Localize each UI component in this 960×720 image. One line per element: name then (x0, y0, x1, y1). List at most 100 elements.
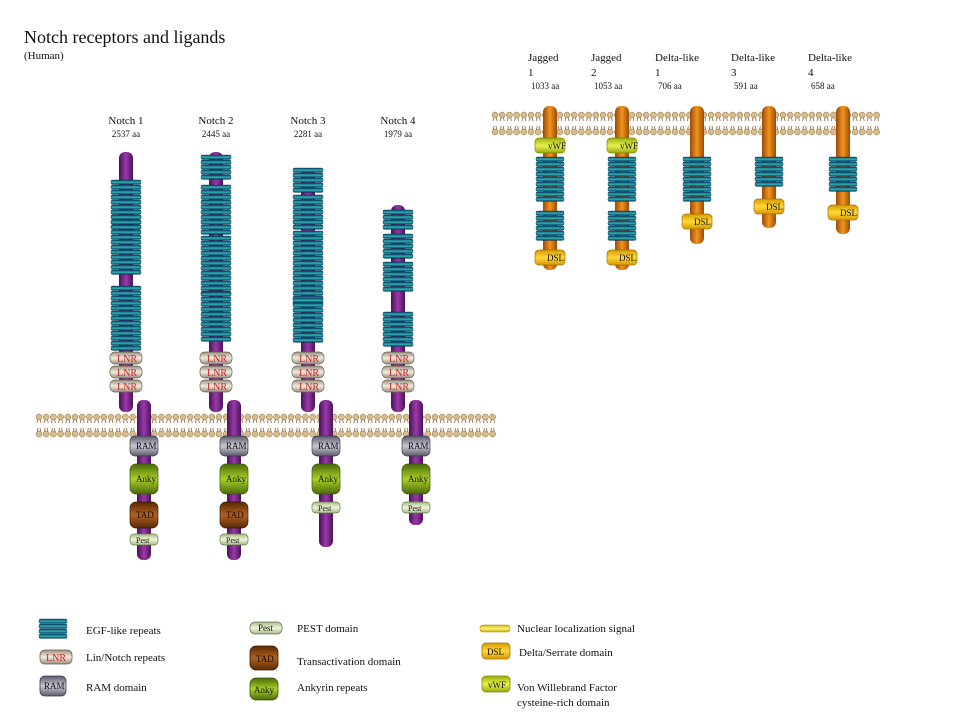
egf-repeat (292, 312, 324, 318)
egf-repeats (200, 154, 232, 180)
egf-repeat (607, 186, 637, 192)
egf-repeat (200, 285, 232, 291)
receptor-length: 2281 aa (294, 129, 322, 139)
egf-repeat (292, 224, 324, 230)
pest-domain (401, 501, 431, 514)
ligand-length: 1053 aa (594, 81, 622, 91)
ankyrin-domain (311, 463, 341, 495)
anky-label: Anky (226, 474, 246, 484)
vwf-label: vWF (548, 141, 566, 151)
egf-repeat (200, 245, 232, 251)
lnr-repeat (381, 351, 415, 365)
egf-repeat (607, 161, 637, 167)
egf-repeat (200, 301, 232, 307)
cell-membranes (35, 111, 880, 438)
lnr-repeat (291, 365, 325, 379)
egf-repeat (200, 260, 232, 266)
egf-repeat (200, 255, 232, 261)
egf-repeat (200, 154, 232, 160)
egf-repeat (292, 219, 324, 225)
egf-repeat (828, 156, 858, 162)
egf-repeats (607, 156, 637, 202)
egf-repeat (110, 285, 142, 291)
ligand-name: Delta-like (808, 52, 852, 64)
egf-repeat (200, 184, 232, 190)
pest-label: Pest (226, 536, 240, 545)
egf-repeat (292, 265, 324, 271)
ram-label: RAM (226, 441, 247, 451)
egf-repeats (38, 618, 68, 639)
receptor-name: Notch 4 (380, 115, 416, 127)
legend-vwf-label-line2: cysteine-rich domain (517, 697, 610, 709)
egf-repeat (110, 259, 142, 265)
pest-domain (311, 501, 341, 514)
egf-repeat (38, 618, 68, 624)
egf-repeat (292, 280, 324, 286)
egf-repeat (754, 176, 784, 182)
egf-repeat (292, 235, 324, 241)
egf-repeat (535, 156, 565, 162)
egf-repeat (535, 215, 565, 221)
egf-repeat (38, 623, 68, 629)
egf-repeat (292, 317, 324, 323)
ligand-number: 1 (655, 67, 661, 79)
egf-repeat (535, 196, 565, 202)
lnr-label: LNR (389, 354, 409, 365)
egf-repeats (110, 285, 142, 351)
ram-domain (311, 435, 341, 457)
egf-repeat (200, 199, 232, 205)
egf-repeats (382, 261, 414, 292)
ligand-length: 591 aa (734, 81, 758, 91)
lnr-label: LNR (299, 354, 319, 365)
ram-domain (401, 435, 431, 457)
egf-repeat (200, 229, 232, 235)
egf-repeat (535, 171, 565, 177)
egf-repeat (292, 322, 324, 328)
legend-tad-swatch (249, 645, 279, 671)
lnr-label: LNR (117, 368, 137, 379)
egf-repeat (607, 210, 637, 216)
egf-repeat (828, 171, 858, 177)
egf-repeat (110, 199, 142, 205)
egf-repeat (200, 296, 232, 302)
ligand-length: 658 aa (811, 81, 835, 91)
ligand-number: 4 (808, 67, 814, 79)
egf-repeat (110, 249, 142, 255)
egf-repeat (292, 290, 324, 296)
egf-repeat (754, 161, 784, 167)
egf-repeat (110, 224, 142, 230)
legend-tad-label: Transactivation domain (297, 656, 401, 668)
egf-repeat (382, 214, 414, 220)
egf-repeats (292, 167, 324, 193)
egf-repeat (292, 285, 324, 291)
lnr-repeat (109, 351, 143, 365)
egf-repeat (382, 316, 414, 322)
anky-label: Anky (408, 474, 428, 484)
egf-repeat (200, 174, 232, 180)
egf-repeat (110, 264, 142, 270)
egf-repeat (535, 220, 565, 226)
egf-repeat (607, 166, 637, 172)
dsl-label: DSL (840, 208, 857, 218)
egf-repeat (535, 181, 565, 187)
egf-repeat (682, 191, 712, 197)
legend-egf-swatch (38, 618, 68, 639)
egf-repeat (200, 204, 232, 210)
egf-repeat (382, 341, 414, 347)
legend-pest-swatch (249, 621, 283, 635)
egf-repeat (382, 286, 414, 292)
page-subtitle: (Human) (24, 50, 64, 62)
egf-repeat (200, 270, 232, 276)
egf-repeat (200, 235, 232, 241)
egf-repeat (110, 229, 142, 235)
ligand-name: Jagged (528, 52, 559, 64)
legend-vwf-swatch (481, 675, 511, 693)
lnr-repeat (109, 365, 143, 379)
egf-repeat (292, 297, 324, 303)
egf-repeat (292, 337, 324, 343)
lnr-repeat (381, 379, 415, 393)
egf-repeat (110, 310, 142, 316)
legend-pest-label: PEST domain (297, 623, 359, 635)
